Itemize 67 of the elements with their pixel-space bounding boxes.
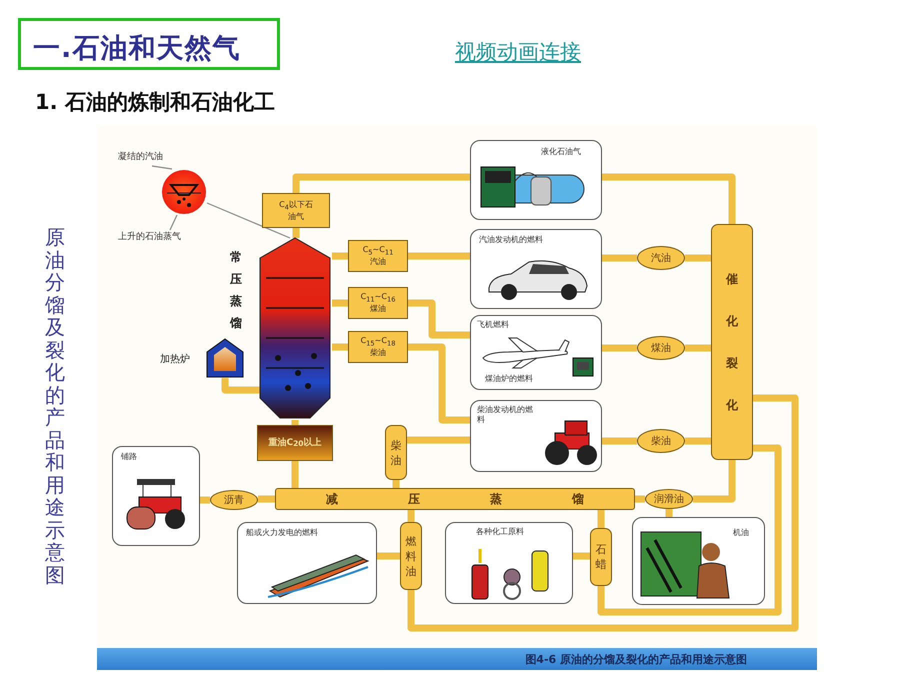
product-card [112,446,200,546]
vacuum-distillation-bar: 减压蒸馏 [275,488,635,510]
fraction-box: C$_{5}$~C$_{11}$汽油 [348,240,408,272]
pipe [666,509,672,517]
pipe [292,461,298,488]
pipe [408,252,470,260]
pipe [258,496,275,502]
column-label: 常压蒸馏 [230,249,243,332]
product-card [470,400,602,472]
pipe [332,252,348,260]
title-box: 一.石油和天然气 [18,18,280,70]
card-label: 机油 [733,528,749,538]
pipe [392,480,400,488]
pipe [693,460,736,502]
pipe [602,174,736,224]
pipe [332,344,348,350]
pipe [408,300,470,338]
pipe [573,552,590,560]
card-label: 铺路 [121,452,137,462]
vertical-title: 原油分馏及裂化的产品和用途示意图 [45,226,66,586]
product-card [470,229,602,309]
fraction-box: C$_{4}$以下石油气 [262,193,330,228]
card-label: 汽油发动机的燃料 [479,235,543,246]
product-card [470,140,602,220]
pipe [332,300,348,306]
section-heading: 1. 石油的炼制和石油化工 [35,89,275,116]
pipe [377,552,400,560]
callout-text: 上升的石油蒸气 [118,230,181,243]
product-card [632,517,765,605]
product-tag: 柴油 [385,425,407,480]
product-tag: 石蜡 [590,528,612,586]
pipe [635,496,645,502]
pipe [602,344,637,352]
pipe [292,174,470,193]
pipe [222,378,236,394]
pipe [685,344,711,352]
card-label: 液化石油气 [541,147,581,158]
pipe [685,438,711,444]
product-tag: 燃料油 [400,522,422,590]
fraction-box: C$_{11}$~C$_{16}$煤油 [348,287,408,319]
leader-line [206,202,290,239]
pipe [602,438,637,444]
card-label: 柴油发动机的燃料 [477,405,534,426]
pipe [200,496,210,504]
callout-text: 凝结的汽油 [118,150,163,163]
cracking-unit: 催化裂化 [711,224,753,460]
pipe [408,510,414,522]
pipe [407,436,470,444]
card-label: 飞机燃料 [477,320,509,330]
figure-caption: 图4-6 原油的分馏及裂化的产品和用途示意图 [525,652,747,667]
leader-line [152,165,172,170]
video-link: 视频动画连接 [455,39,581,66]
card-label: 煤油炉的燃料 [485,374,533,384]
pipe [685,254,711,262]
pipe [292,420,298,425]
pipe [292,228,300,238]
product-card [237,522,377,604]
pipe [602,254,637,262]
heater-label: 加热炉 [160,352,190,366]
card-label: 船或火力发电的燃料 [246,528,319,538]
product-card [470,315,602,390]
card-label: 各种化工原料 [476,527,524,538]
pipe [598,510,604,528]
fraction-box: C$_{15}$~C$_{18}$柴油 [348,331,408,363]
leader-line [169,214,178,230]
pipe [408,394,798,632]
product-card [445,522,573,604]
